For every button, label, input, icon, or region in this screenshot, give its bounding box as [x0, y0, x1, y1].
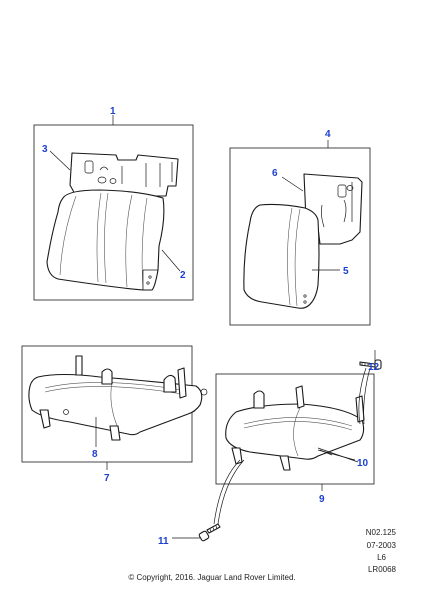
- callout-8: 8: [92, 449, 98, 460]
- callout-12: 12: [368, 362, 380, 373]
- seat-cushion-part-10: [225, 403, 365, 460]
- group-1-seat-back-assembly: [33, 115, 194, 301]
- reference-catalogue: LR0068: [367, 565, 396, 574]
- reference-model: L6: [377, 553, 386, 562]
- bolt-part-11: [172, 459, 245, 542]
- seat-back-cushion-part-2: [46, 189, 165, 291]
- reference-date: 07-2003: [366, 541, 396, 550]
- group-9-seat-cushion-assembly: [215, 373, 375, 491]
- callout-11: 11: [158, 536, 169, 547]
- callout-1: 1: [110, 106, 116, 117]
- seat-back-panel-part-3: [69, 152, 179, 197]
- group-9-frame: [215, 373, 375, 485]
- callout-3: 3: [42, 144, 48, 155]
- group-7-seat-cushion-assembly: [21, 345, 208, 470]
- copyright-notice: © Copyright, 2016. Jaguar Land Rover Lim…: [128, 573, 296, 582]
- seat-back-cushion-part-5: [243, 203, 320, 309]
- bolt-part-12: [358, 350, 382, 425]
- callout-4: 4: [325, 129, 331, 140]
- callout-5: 5: [343, 266, 349, 277]
- seat-cushion-part-8: [28, 373, 203, 436]
- callout-2: 2: [180, 270, 186, 281]
- callout-labels: 1 2 3 4 5 6 7 8 9 10 11 12: [42, 106, 380, 547]
- callout-10: 10: [357, 458, 369, 469]
- reference-code: N02.125: [365, 528, 396, 537]
- group-4-seat-back-assembly: [229, 140, 371, 326]
- callout-7: 7: [104, 473, 110, 484]
- group-1-frame: [33, 124, 194, 301]
- callout-6: 6: [272, 168, 278, 179]
- group-4-frame: [229, 147, 371, 326]
- callout-9: 9: [319, 494, 325, 505]
